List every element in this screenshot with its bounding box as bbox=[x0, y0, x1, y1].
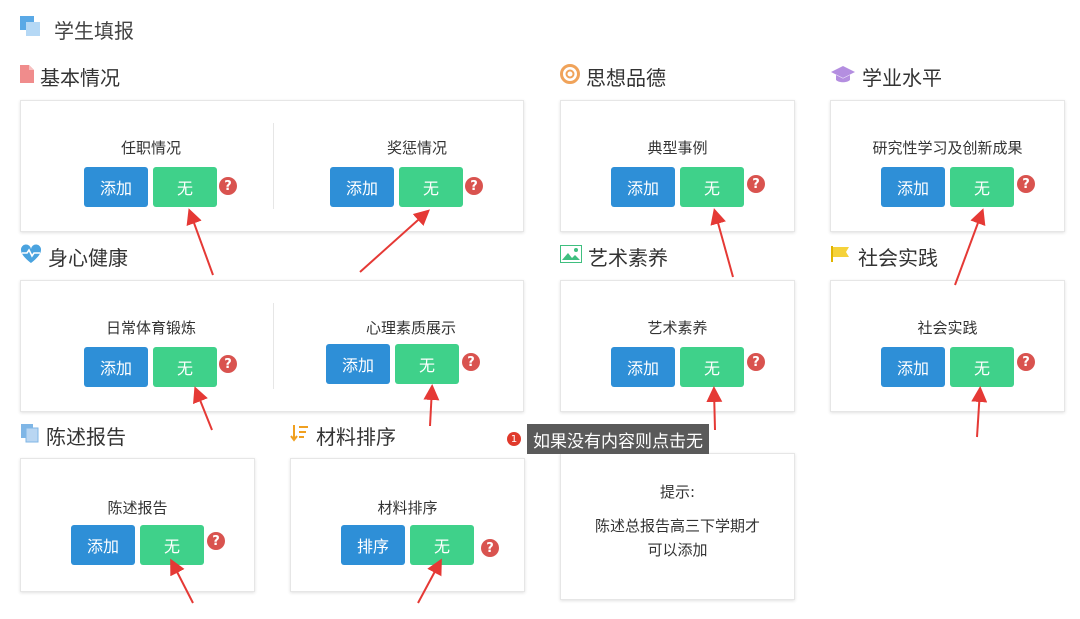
card-academic: 研究性学习及创新成果 添加 无 ? bbox=[830, 100, 1065, 232]
section-header-health: 身心健康 bbox=[20, 242, 128, 270]
arrow bbox=[710, 208, 734, 278]
none-button[interactable]: 无 bbox=[140, 525, 204, 565]
none-button[interactable]: 无 bbox=[950, 167, 1014, 207]
section-title: 材料排序 bbox=[316, 424, 396, 449]
flag-icon bbox=[830, 245, 852, 267]
add-button[interactable]: 添加 bbox=[326, 344, 390, 384]
none-button[interactable]: 无 bbox=[680, 167, 744, 207]
arrow bbox=[423, 384, 440, 427]
help-icon[interactable]: ? bbox=[219, 177, 237, 195]
arrow bbox=[193, 386, 213, 431]
add-button[interactable]: 添加 bbox=[84, 347, 148, 387]
graduation-cap-icon bbox=[830, 64, 856, 88]
image-icon bbox=[560, 245, 582, 267]
arrow bbox=[954, 208, 986, 286]
item-label: 典型事例 bbox=[647, 139, 708, 157]
arrow bbox=[170, 558, 194, 604]
none-button[interactable]: 无 bbox=[950, 347, 1014, 387]
section-title: 艺术素养 bbox=[588, 245, 668, 270]
add-button[interactable]: 添加 bbox=[84, 167, 148, 207]
item-label: 奖惩情况 bbox=[386, 139, 447, 157]
section-header-academic: 学业水平 bbox=[830, 62, 942, 90]
none-button[interactable]: 无 bbox=[153, 167, 217, 207]
item-label: 日常体育锻炼 bbox=[105, 319, 196, 337]
arrow bbox=[706, 386, 723, 431]
divider bbox=[273, 123, 274, 209]
annotation-tooltip: 1 如果没有内容则点击无 bbox=[507, 424, 709, 454]
none-button[interactable]: 无 bbox=[399, 167, 463, 207]
card-art: 艺术素养 添加 无 ? bbox=[560, 280, 795, 412]
section-title: 身心健康 bbox=[48, 245, 128, 270]
arrow bbox=[359, 209, 430, 273]
divider bbox=[273, 303, 274, 389]
help-icon[interactable]: ? bbox=[481, 539, 499, 557]
section-header-art: 艺术素养 bbox=[560, 242, 668, 270]
none-button[interactable]: 无 bbox=[680, 347, 744, 387]
annotation-number: 1 bbox=[507, 432, 521, 446]
help-icon[interactable]: ? bbox=[465, 177, 483, 195]
none-button[interactable]: 无 bbox=[153, 347, 217, 387]
none-button[interactable]: 无 bbox=[410, 525, 474, 565]
section-header-social: 社会实践 bbox=[830, 242, 938, 270]
item-label: 社会实践 bbox=[917, 319, 978, 337]
sort-icon bbox=[290, 423, 310, 447]
hint-body-line2: 可以添加 bbox=[647, 541, 708, 559]
card-moral: 典型事例 添加 无 ? bbox=[560, 100, 795, 232]
arrow bbox=[971, 386, 988, 438]
help-icon[interactable]: ? bbox=[1017, 353, 1035, 371]
section-header-materials: 材料排序 bbox=[290, 421, 396, 449]
help-icon[interactable]: ? bbox=[207, 532, 225, 550]
item-label: 心理素质展示 bbox=[365, 319, 456, 337]
page-header: 学生填报 bbox=[20, 14, 134, 44]
section-header-report: 陈述报告 bbox=[20, 421, 126, 449]
page-title: 学生填报 bbox=[54, 18, 134, 43]
section-title: 陈述报告 bbox=[46, 424, 126, 449]
help-icon[interactable]: ? bbox=[219, 355, 237, 373]
add-button[interactable]: 添加 bbox=[611, 347, 675, 387]
lifebuoy-icon bbox=[560, 64, 580, 88]
hint-body-line1: 陈述总报告高三下学期才 bbox=[594, 517, 760, 535]
section-header-moral: 思想品德 bbox=[560, 62, 666, 90]
card-health: 日常体育锻炼 添加 无 ? 心理素质展示 添加 无 ? bbox=[20, 280, 524, 412]
arrow bbox=[186, 208, 214, 276]
section-title: 学业水平 bbox=[862, 65, 942, 90]
card-social: 社会实践 添加 无 ? bbox=[830, 280, 1065, 412]
section-title: 思想品德 bbox=[586, 65, 666, 90]
item-label: 研究性学习及创新成果 bbox=[872, 139, 1023, 157]
item-label: 任职情况 bbox=[120, 139, 181, 157]
item-label: 陈述报告 bbox=[107, 499, 168, 517]
squares-icon bbox=[20, 16, 42, 42]
sort-button[interactable]: 排序 bbox=[341, 525, 405, 565]
section-header-basic: 基本情况 bbox=[20, 62, 120, 90]
none-button[interactable]: 无 bbox=[395, 344, 459, 384]
item-label: 艺术素养 bbox=[647, 319, 708, 337]
add-button[interactable]: 添加 bbox=[330, 167, 394, 207]
arrow bbox=[417, 558, 442, 604]
card-basic: 任职情况 添加 无 ? 奖惩情况 添加 无 ? bbox=[20, 100, 524, 232]
help-icon[interactable]: ? bbox=[1017, 175, 1035, 193]
help-icon[interactable]: ? bbox=[747, 175, 765, 193]
section-title: 基本情况 bbox=[40, 65, 120, 90]
help-icon[interactable]: ? bbox=[747, 353, 765, 371]
copy-icon bbox=[20, 423, 40, 447]
card-report: 陈述报告 添加 无 ? bbox=[20, 458, 255, 592]
annotation-text: 如果没有内容则点击无 bbox=[527, 424, 709, 454]
card-materials: 材料排序 排序 无 ? bbox=[290, 458, 525, 592]
document-icon bbox=[20, 65, 34, 87]
add-button[interactable]: 添加 bbox=[71, 525, 135, 565]
add-button[interactable]: 添加 bbox=[881, 167, 945, 207]
item-label: 材料排序 bbox=[377, 499, 438, 517]
heartbeat-icon bbox=[20, 244, 42, 268]
help-icon[interactable]: ? bbox=[462, 353, 480, 371]
section-title: 社会实践 bbox=[858, 245, 938, 270]
add-button[interactable]: 添加 bbox=[881, 347, 945, 387]
hint-title: 提示: bbox=[659, 483, 696, 501]
add-button[interactable]: 添加 bbox=[611, 167, 675, 207]
